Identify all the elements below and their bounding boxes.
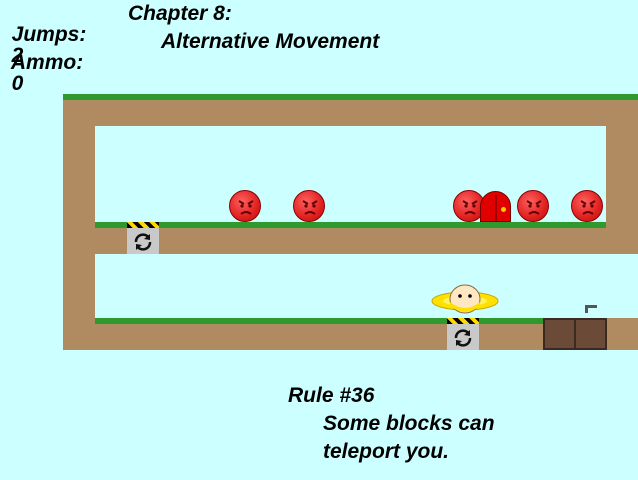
angry-red-ball-icon xyxy=(229,190,261,222)
player-egg-icon xyxy=(431,284,499,314)
jumps-label: Jumps: xyxy=(11,23,87,46)
angry-red-ball-icon xyxy=(571,190,603,222)
angry-red-ball-icon xyxy=(293,190,325,222)
chapter-title: Alternative Movement xyxy=(161,30,380,53)
angry-red-ball-icon xyxy=(517,190,549,222)
wooden-crate xyxy=(543,318,607,350)
door-knob xyxy=(501,207,506,212)
jumps-counter: Jumps: 2 xyxy=(0,3,87,67)
lower-floor-grass xyxy=(95,318,606,324)
ammo-label: Ammo: xyxy=(10,51,84,74)
ammo-counter: Ammo: 0 xyxy=(0,31,83,94)
hazard-stripe xyxy=(447,318,479,324)
rotate-arrows-icon xyxy=(134,233,152,251)
gun-pickup-icon[interactable] xyxy=(584,304,598,314)
upper-floor-grass xyxy=(95,222,606,228)
teleporter-block[interactable] xyxy=(127,222,159,254)
angry-red-ball-icon xyxy=(453,190,485,222)
rule-line-1: Some blocks can xyxy=(323,412,495,435)
jumps-value: 2 xyxy=(11,44,24,67)
level-area xyxy=(63,94,638,350)
rotate-arrows-icon xyxy=(454,329,472,347)
lower-corridor xyxy=(95,254,638,318)
red-exit-door-icon[interactable] xyxy=(480,191,511,222)
top-grass xyxy=(63,94,638,100)
chapter-heading: Chapter 8: xyxy=(128,2,232,25)
rule-line-2: teleport you. xyxy=(323,440,450,463)
rule-number: Rule #36 xyxy=(288,384,375,407)
teleporter-block[interactable] xyxy=(447,318,479,350)
ammo-value: 0 xyxy=(11,72,24,95)
hazard-stripe xyxy=(127,222,159,228)
